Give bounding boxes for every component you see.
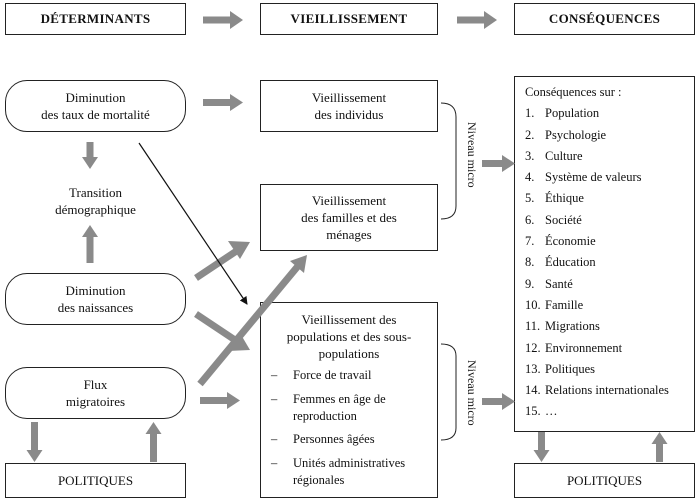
item-dash: – [271,456,278,470]
consequences-title: Conséquences sur : [525,85,622,99]
item-text: reproduction [293,409,357,423]
individus-line-2: des individus [314,107,384,122]
populations-item-femmes: – Femmes en âge de reproduction [271,391,386,425]
individus-line-1: Vieillissement [311,90,387,105]
box-politiques-left: POLITIQUES [5,463,186,498]
list-item: 13.Politiques [525,361,596,376]
list-item: 7.Économie [525,234,596,249]
list-item: 10.Famille [525,297,584,312]
arrow-flux-populations [200,392,240,409]
arrow-mortalite-populations [138,142,248,305]
list-item: 3.Culture [525,148,583,163]
naissances-line-2: des naissances [57,300,134,315]
header-determinants: DÉTERMINANTS [5,3,186,35]
arrow-politiques-flux-up [145,422,162,462]
list-item: 12.Environnement [525,340,623,355]
arrow-mortalite-transition [82,142,98,169]
familles-line-1: Vieillissement [311,193,387,208]
box-vieillissement-populations: Vieillissement des populations et des so… [260,302,438,498]
consequences-list: Conséquences sur : 1.Population 2.Psycho… [515,77,694,423]
flux-line-2: migratoires [65,394,126,409]
list-item: 14.Relations internationales [525,383,669,398]
item-text: Femmes en âge de [293,392,386,406]
transition-line-2: démographique [55,202,136,217]
header-consequences: CONSÉQUENCES [514,3,695,35]
mortalite-line-2: des taux de mortalité [41,107,150,122]
list-item: 9.Santé [525,276,573,291]
arrow-naissances-transition [82,225,98,263]
item-dash: – [271,392,278,406]
familles-line-2: des familles et des [301,210,397,225]
arrow-header-1 [203,11,243,29]
list-item: 4.Système de valeurs [525,170,642,185]
arrow-flux-familles [197,263,301,387]
arrow-flux-politiques-down [26,422,43,462]
familles-line-3: ménages [326,227,372,242]
arrow-mortalite-individus [203,94,243,111]
arrow-politiques-consequences-up [651,432,668,462]
naissances-line-1: Diminution [65,283,126,298]
arrow-consequences-politiques-down [533,432,550,462]
box-consequences: Conséquences sur : 1.Population 2.Psycho… [514,76,695,432]
box-vieillissement-individus: Vieillissement des individus [260,80,438,132]
item-dash: – [271,368,278,382]
arrowhead-naissances-populations [228,333,250,351]
populations-item-personnes-agees: – Personnes âgées [271,431,375,448]
box-diminution-naissances: Diminution des naissances [5,273,186,325]
list-item: 2.Psychologie [525,127,607,142]
box-flux-migratoires: Flux migratoires [5,367,186,419]
arrowhead-flux-familles [290,255,307,273]
arrow-header-2 [457,11,497,29]
label-niveau-micro-bottom: Niveau micro [465,360,479,426]
label-transition-demographique: Transition démographique [25,184,166,218]
flux-line-1: Flux [83,377,108,392]
arrow-naissances-familles [194,247,240,281]
populations-item-force-travail: – Force de travail [271,367,371,384]
list-item: 6.Société [525,212,582,227]
arrow-micro-bottom-consequences [482,393,515,410]
item-text: Unités administratives [293,456,406,470]
populations-title-line-1: Vieillissement des [301,312,397,327]
header-vieillissement: VIEILLISSEMENT [260,3,438,35]
item-text: régionales [293,473,345,487]
transition-line-1: Transition [69,185,122,200]
populations-title-line-2: populations et des sous- [286,329,412,344]
box-politiques-right: POLITIQUES [514,463,695,498]
label-niveau-micro-top: Niveau micro [465,122,479,188]
bracket-niveau-micro-top [440,102,457,220]
mortalite-line-1: Diminution [65,90,126,105]
list-item: 15.… [525,404,558,419]
item-text: Personnes âgées [293,432,375,446]
list-item: 11.Migrations [525,319,600,334]
arrow-naissances-populations [194,311,240,345]
list-item: 5.Éthique [525,191,584,206]
box-diminution-mortalite: Diminution des taux de mortalité [5,80,186,132]
list-item: 1.Population [525,106,600,121]
item-dash: – [271,432,278,446]
populations-item-unites-administratives: – Unités administratives régionales [271,455,405,489]
arrow-micro-top-consequences [482,155,515,172]
populations-title: Vieillissement des populations et des so… [261,303,437,362]
populations-title-line-3: populations [318,346,380,361]
box-vieillissement-familles: Vieillissement des familles et des ménag… [260,184,438,251]
arrowhead-naissances-familles [228,241,250,259]
list-item: 8.Éducation [525,255,596,270]
item-text: Force de travail [293,368,372,382]
bracket-niveau-micro-bottom [440,343,457,441]
